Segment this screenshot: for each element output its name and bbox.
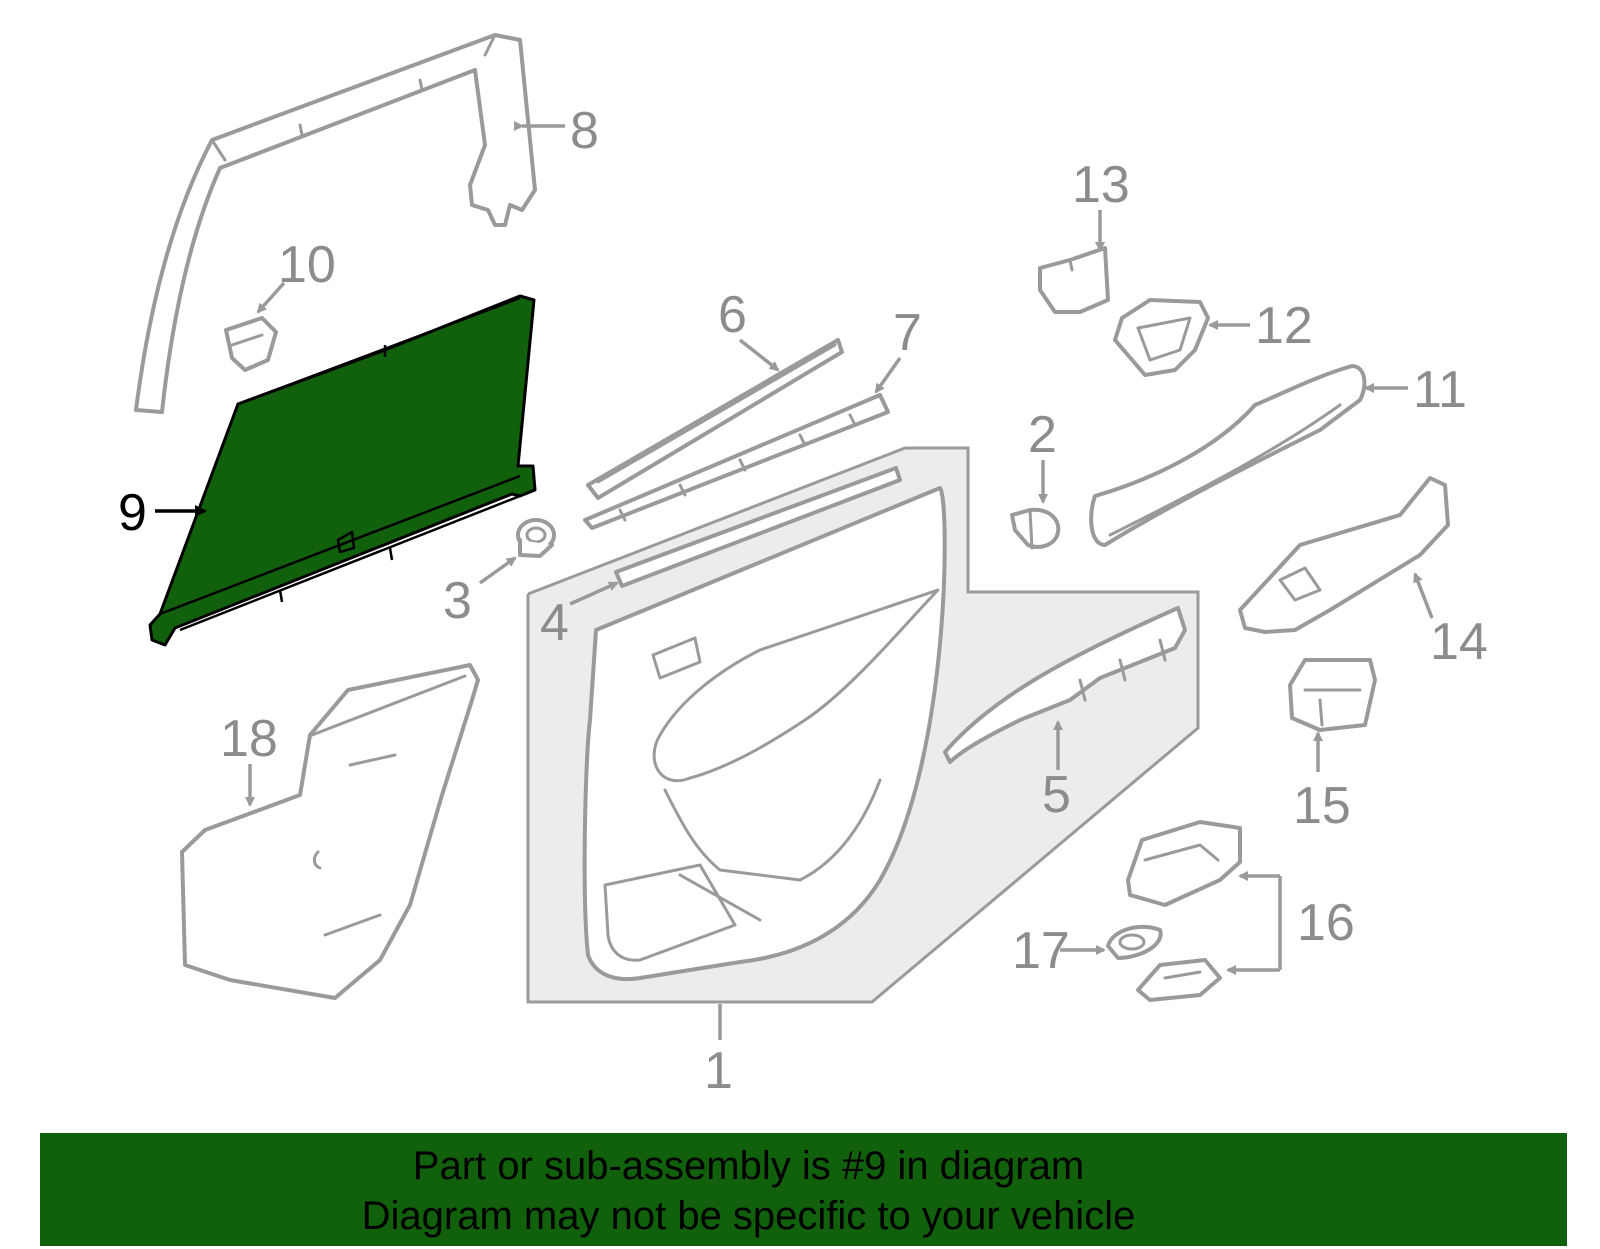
callout-numbers: 8 10 9 3 4 6 7 2 13 12 11 14 15 5 18 1 1… xyxy=(118,102,1488,1100)
callout-2: 2 xyxy=(1028,406,1057,464)
part-14-switch-bezel[interactable] xyxy=(1238,476,1450,634)
part-5-pull-handle[interactable] xyxy=(943,606,1187,764)
callout-5: 5 xyxy=(1042,766,1071,824)
callout-7: 7 xyxy=(893,304,922,362)
part-15-window-switch[interactable] xyxy=(1288,658,1377,732)
part-1-door-panel-group[interactable] xyxy=(526,446,1200,1004)
callout-11: 11 xyxy=(1413,361,1467,419)
part-11-armrest-trim[interactable] xyxy=(1089,364,1367,547)
callout-12: 12 xyxy=(1255,297,1313,355)
part-9-sunshade[interactable] xyxy=(148,294,537,647)
callout-9: 9 xyxy=(118,484,147,542)
banner-line-part-number: Part or sub-assembly is #9 in diagram xyxy=(412,1144,1085,1188)
part-6-weatherstrip[interactable] xyxy=(586,338,844,500)
callout-3: 3 xyxy=(443,572,472,630)
callout-16: 16 xyxy=(1297,894,1355,952)
part-8-door-sash[interactable] xyxy=(134,33,537,414)
part-3-grommet[interactable] xyxy=(516,518,556,558)
part-info-banner: Part or sub-assembly is #9 in diagram Di… xyxy=(40,1133,1567,1246)
callout-15: 15 xyxy=(1293,777,1351,835)
leader-lines xyxy=(155,121,1434,1040)
part-7-trim-strip[interactable] xyxy=(583,393,890,530)
callout-18: 18 xyxy=(220,710,278,768)
callout-6: 6 xyxy=(718,286,747,344)
part-10-clip[interactable] xyxy=(224,316,278,372)
part-18-water-shield[interactable] xyxy=(180,663,480,1000)
part-13-cover[interactable] xyxy=(1038,246,1110,314)
part-12-inner-handle[interactable] xyxy=(1113,298,1210,377)
callout-17: 17 xyxy=(1012,922,1070,980)
callout-14: 14 xyxy=(1430,613,1488,671)
callout-13: 13 xyxy=(1072,156,1130,214)
parts-diagram: 8 10 9 3 4 6 7 2 13 12 11 14 15 5 18 1 1… xyxy=(118,33,1488,1100)
part-16-lamp-assembly[interactable] xyxy=(1126,820,1242,1002)
part-2-fastener[interactable] xyxy=(1010,507,1061,550)
callout-4: 4 xyxy=(540,594,569,652)
callout-10: 10 xyxy=(278,236,336,294)
banner-line-disclaimer: Diagram may not be specific to your vehi… xyxy=(361,1194,1136,1238)
callout-8: 8 xyxy=(570,102,599,160)
part-17-bulb[interactable] xyxy=(1106,924,1163,960)
callout-1: 1 xyxy=(704,1042,733,1100)
